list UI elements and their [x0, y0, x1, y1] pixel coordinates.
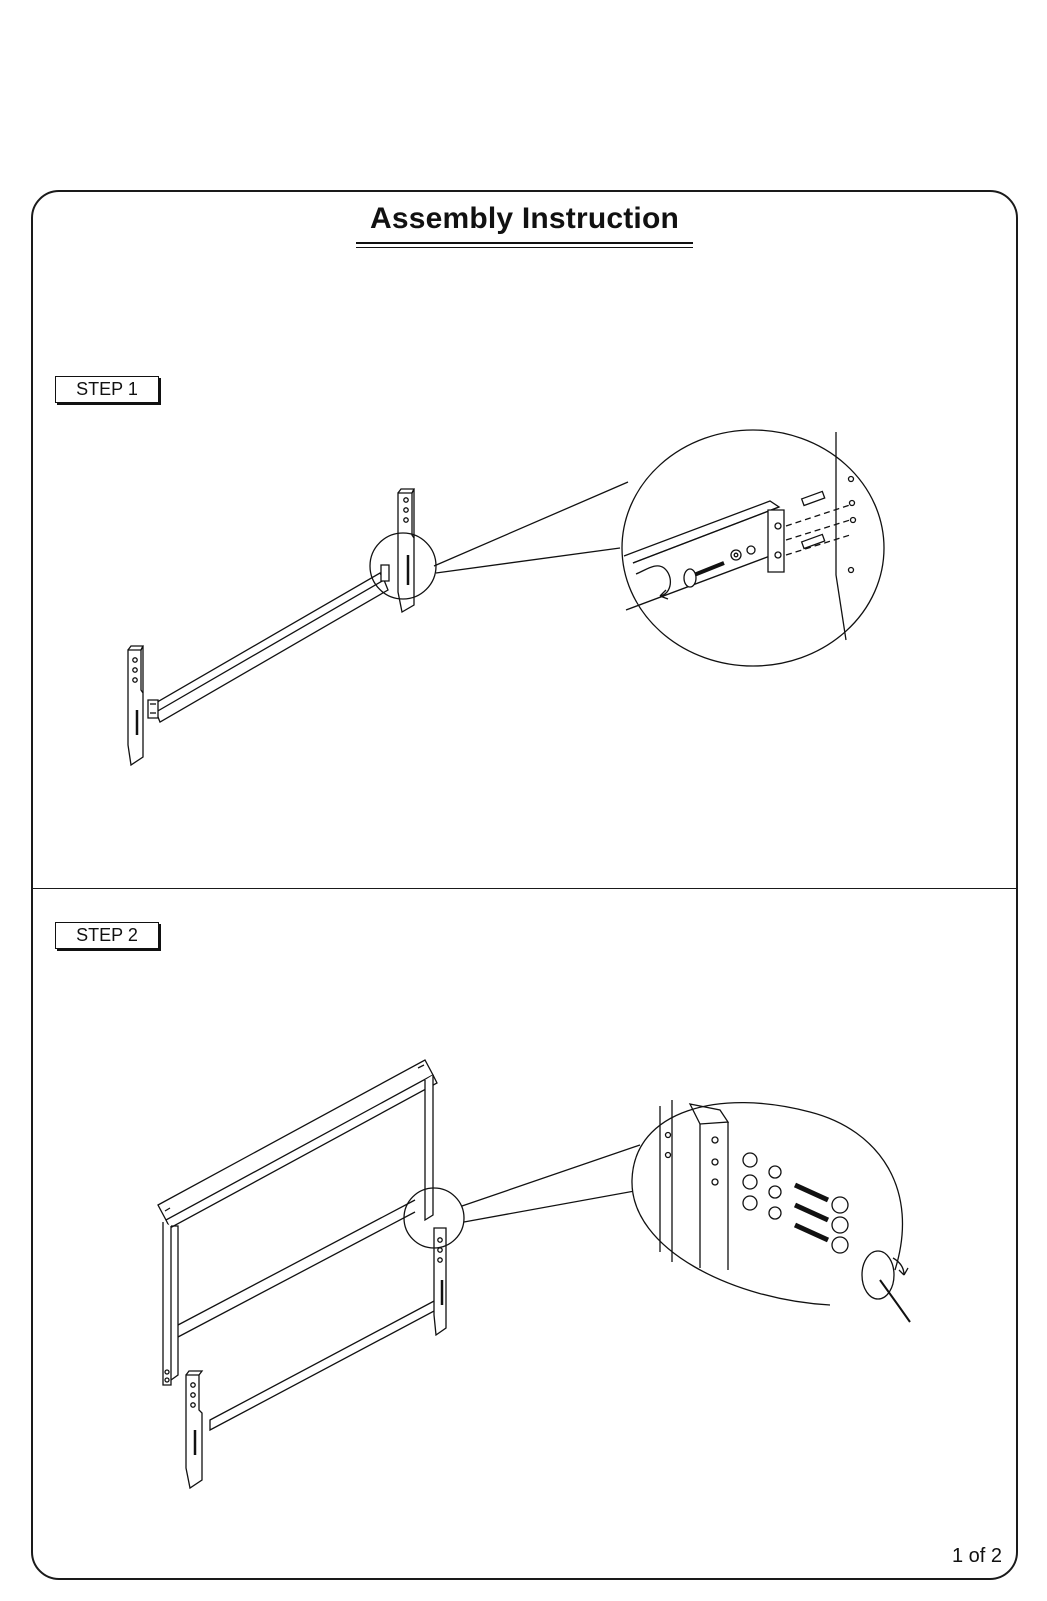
step-2-magnified-detail	[632, 1100, 910, 1322]
step-2-headboard	[158, 1060, 437, 1385]
step-2-leader-top	[462, 1145, 640, 1206]
step-2-rail-assembly	[186, 1228, 446, 1488]
step-2-leader-bottom	[464, 1190, 640, 1222]
